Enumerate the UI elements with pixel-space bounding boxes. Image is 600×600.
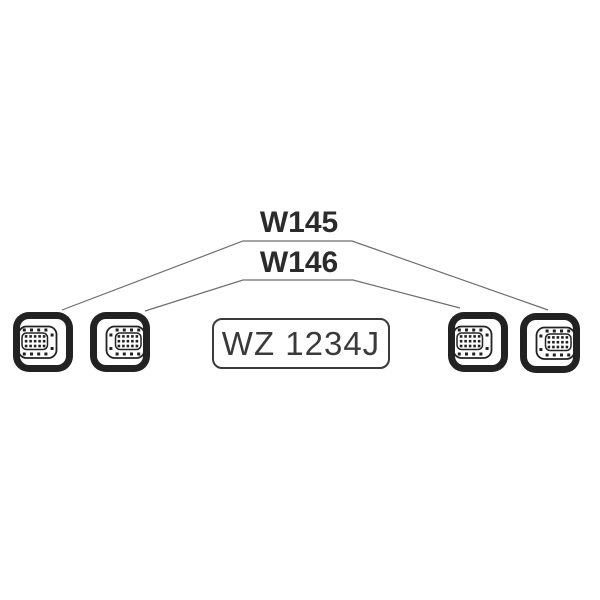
tail-lamp-icon-inner-right bbox=[447, 311, 509, 373]
part-label-w145: W145 bbox=[259, 206, 339, 239]
license-plate: WZ 1234J bbox=[212, 318, 390, 369]
license-plate-text: WZ 1234J bbox=[221, 325, 381, 362]
tail-lamp-icon-outer-right bbox=[519, 312, 581, 374]
part-label-w146: W146 bbox=[259, 246, 339, 279]
tail-lamp-icon-outer-left bbox=[12, 311, 74, 373]
leader-line-w146 bbox=[144, 279, 461, 312]
tail-lamp-icon-inner-left bbox=[89, 311, 151, 373]
